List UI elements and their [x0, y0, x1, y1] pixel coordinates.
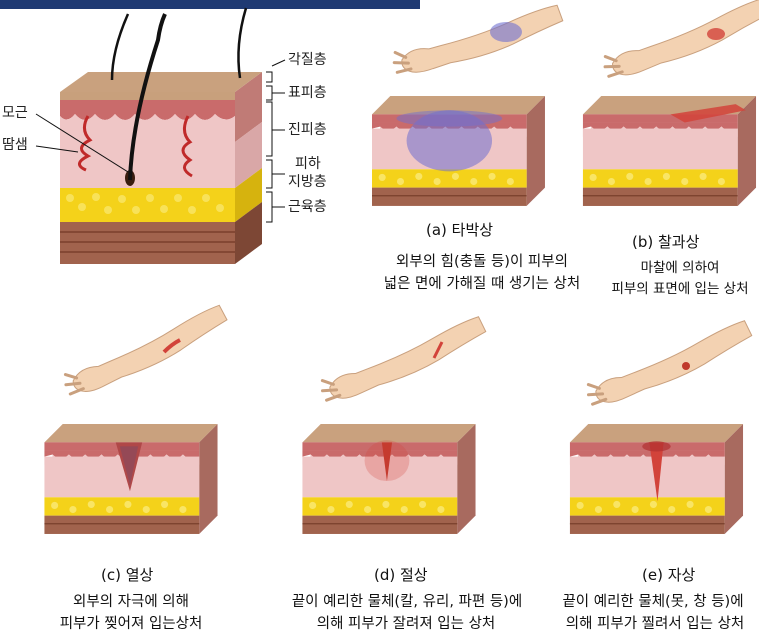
panel-c-caption: (c) 열상 [101, 566, 153, 584]
panel-a-arm-illustration [388, 12, 568, 82]
panel-d-desc-line-2: 의해 피부가 잘려져 입는 상처 [300, 614, 512, 635]
skin-anatomy-diagram [0, 0, 380, 300]
panel-a-desc-line-1: 외부의 힘(충돌 등)이 피부의 [372, 252, 592, 273]
label-muscle: 근육층 [288, 199, 327, 215]
panel-b-caption: (b) 찰과상 [632, 233, 699, 251]
label-subcutaneous-2: 지방층 [288, 174, 327, 190]
panel-b-desc-line-2: 피부의 표면에 입는 상처 [602, 279, 758, 300]
panel-e-skin-block [566, 424, 749, 536]
panel-e-desc-line-2: 의해 피부가 찔려서 입는 상처 [552, 614, 758, 635]
panel-c-arm-illustration [54, 322, 240, 402]
panel-c-skin-block [42, 424, 222, 536]
label-epidermis: 표피층 [288, 85, 327, 101]
label-sweat-gland: 땀샘 [2, 137, 28, 153]
panel-d-arm-illustration [312, 328, 492, 408]
panel-a-caption: (a) 타박상 [426, 221, 493, 239]
panel-e-arm-illustration [578, 332, 759, 412]
label-hair-root: 모근 [2, 105, 28, 121]
panel-d-desc-line-1: 끝이 예리한 물체(칼, 유리, 파편 등)에 [274, 592, 540, 613]
label-stratum-corneum: 각질층 [288, 52, 327, 68]
panel-a-desc-line-2: 넓은 면에 가해질 때 생기는 상처 [368, 274, 596, 295]
panel-b-desc-line-1: 마찰에 의하여 [620, 258, 740, 279]
panel-d-skin-block [300, 424, 480, 536]
label-dermis: 진피층 [288, 122, 327, 138]
panel-b-skin-block [582, 96, 759, 208]
label-subcutaneous-1: 피하 [295, 156, 321, 172]
panel-b-arm-illustration [596, 12, 759, 82]
panel-a-skin-block [372, 96, 547, 208]
panel-c-desc-line-1: 외부의 자극에 의해 [40, 592, 222, 613]
panel-d-caption: (d) 절상 [374, 566, 428, 584]
panel-e-caption: (e) 자상 [642, 566, 695, 584]
panel-e-desc-line-1: 끝이 예리한 물체(못, 창 등)에 [548, 592, 758, 613]
panel-c-desc-line-2: 피부가 찢어져 입는상처 [30, 614, 232, 635]
